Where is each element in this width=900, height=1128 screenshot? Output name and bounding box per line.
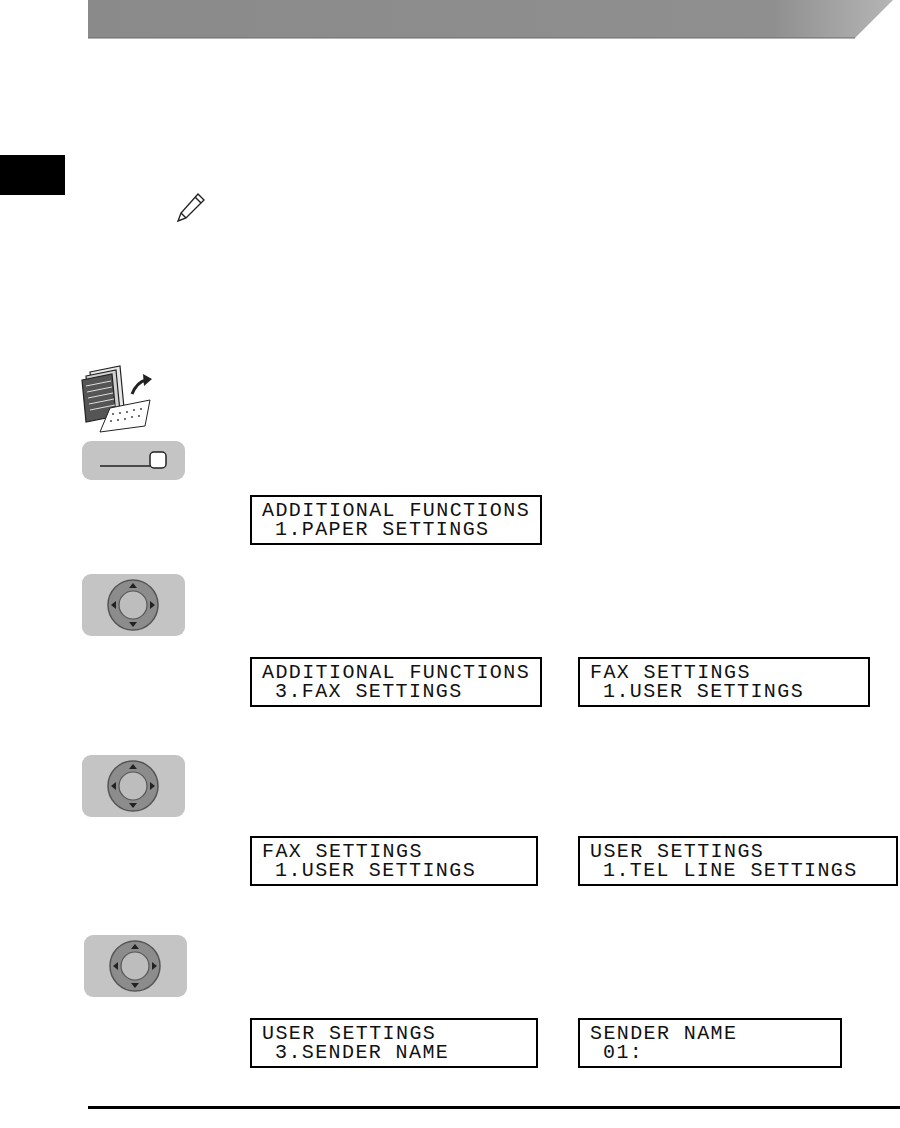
chapter-tab [0, 155, 65, 195]
lcd-item: 01: [590, 1043, 830, 1062]
lcd-display: ADDITIONAL FUNCTIONS3.FAX SETTINGS [250, 657, 542, 707]
lcd-display: ADDITIONAL FUNCTIONS1.PAPER SETTINGS [250, 495, 542, 545]
function-button [82, 441, 185, 480]
cursor-key [82, 755, 185, 817]
lcd-heading: ADDITIONAL FUNCTIONS [262, 663, 530, 682]
lcd-item: 3.FAX SETTINGS [262, 682, 530, 701]
lcd-item: 1.PAPER SETTINGS [262, 520, 530, 539]
lcd-item: 1.TEL LINE SETTINGS [590, 861, 886, 880]
lcd-display: USER SETTINGS1.TEL LINE SETTINGS [578, 836, 898, 886]
lcd-heading: ADDITIONAL FUNCTIONS [262, 501, 530, 520]
lcd-display: FAX SETTINGS1.USER SETTINGS [250, 836, 538, 886]
lcd-item: 1.USER SETTINGS [262, 861, 526, 880]
footer-rule [88, 1106, 900, 1109]
lcd-heading: FAX SETTINGS [590, 663, 858, 682]
lcd-display: USER SETTINGS3.SENDER NAME [250, 1018, 538, 1068]
lcd-display: FAX SETTINGS1.USER SETTINGS [578, 657, 870, 707]
lcd-item: 1.USER SETTINGS [590, 682, 858, 701]
lcd-heading: FAX SETTINGS [262, 842, 526, 861]
lcd-item: 3.SENDER NAME [262, 1043, 526, 1062]
lcd-heading: SENDER NAME [590, 1024, 830, 1043]
document-icon [82, 366, 152, 432]
header-bar [88, 0, 893, 38]
lcd-display: SENDER NAME01: [578, 1018, 842, 1068]
lcd-heading: USER SETTINGS [262, 1024, 526, 1043]
cursor-key [84, 935, 187, 997]
cursor-key [82, 574, 185, 636]
note-icon [178, 194, 204, 221]
header-line [88, 38, 855, 39]
lcd-heading: USER SETTINGS [590, 842, 886, 861]
